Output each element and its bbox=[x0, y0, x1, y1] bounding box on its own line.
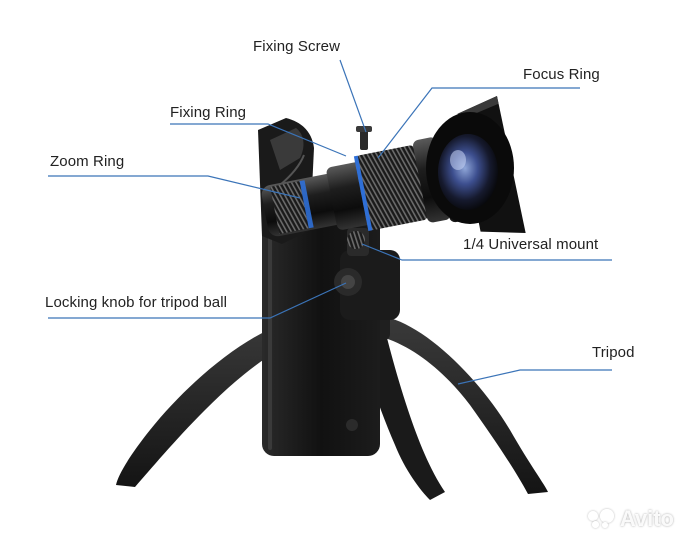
leader-fixing-ring bbox=[170, 123, 347, 157]
label-fixing-ring: Fixing Ring bbox=[170, 104, 247, 121]
leader-locking-knob bbox=[48, 282, 347, 319]
label-universal-mount: 1/4 Universal mount bbox=[463, 236, 599, 253]
label-fixing-screw: Fixing Screw bbox=[253, 38, 341, 55]
leader-focus-ring bbox=[377, 87, 580, 159]
label-tripod: Tripod bbox=[592, 344, 635, 361]
watermark-text: Avito bbox=[619, 506, 674, 531]
leader-zoom-ring bbox=[48, 175, 301, 199]
avito-dots-icon bbox=[587, 509, 616, 529]
tripod-ball-head bbox=[334, 228, 400, 320]
label-zoom-ring: Zoom Ring bbox=[50, 153, 125, 170]
avito-watermark: Avito bbox=[587, 506, 674, 532]
label-locking-knob: Locking knob for tripod ball bbox=[45, 294, 228, 311]
label-focus-ring: Focus Ring bbox=[523, 66, 600, 83]
leader-lines bbox=[48, 59, 612, 385]
leader-fixing-screw bbox=[339, 59, 367, 133]
telephoto-lens bbox=[261, 95, 526, 237]
leader-universal-mount bbox=[361, 243, 612, 261]
leader-tripod bbox=[457, 369, 612, 385]
